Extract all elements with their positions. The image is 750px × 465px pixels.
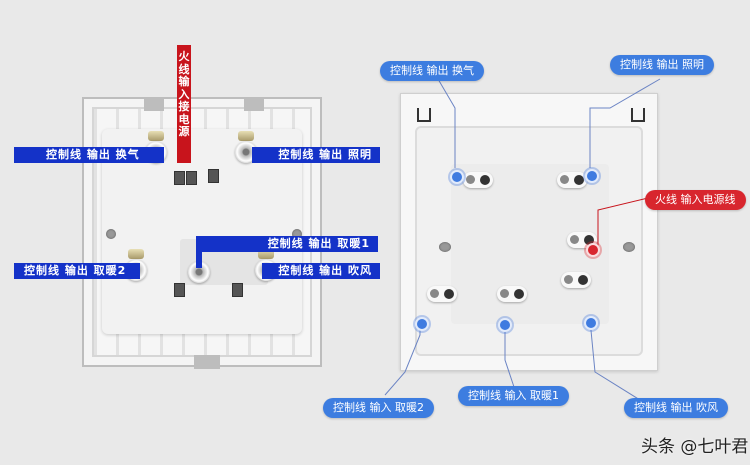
label-right-output-lighting: 控制线 输出 照明 <box>610 55 714 75</box>
marker-heating2 <box>415 317 429 331</box>
terminal-slot <box>186 171 197 185</box>
right-switch-back-plate <box>400 93 658 371</box>
terminal-screw-head <box>238 131 254 141</box>
terminal-top-left <box>463 172 493 188</box>
terminal-slot <box>232 283 243 297</box>
plate-tab <box>244 97 264 111</box>
mount-hole <box>292 229 302 239</box>
label-left-output-fan: 控制线 输出 吹风 <box>262 263 380 279</box>
left-switch-body <box>102 129 302 334</box>
plate-clip <box>631 108 645 122</box>
label-left-output-lighting: 控制线 输出 照明 <box>252 147 380 163</box>
label-left-output-heating1: 控制线 输出 取暖1 <box>196 236 378 252</box>
terminal-slot <box>174 171 185 185</box>
terminal-top-right <box>557 172 587 188</box>
label-left-output-heating2: 控制线 输出 取暖2 <box>14 263 140 279</box>
label-left-output-ventilation: 控制线 输出 换气 <box>14 147 164 163</box>
label-right-output-ventilation: 控制线 输出 换气 <box>380 61 484 81</box>
terminal-screw-head <box>128 249 144 259</box>
plate-clip <box>417 108 431 122</box>
terminal-bottom-left <box>427 286 457 302</box>
terminal-middle-right <box>561 272 591 288</box>
terminal-screw-top-right <box>235 141 257 163</box>
label-right-input-heating2: 控制线 输入 取暖2 <box>323 398 434 418</box>
live-input-label: 火线 输入 接电源 <box>177 45 191 163</box>
marker-heating1 <box>498 318 512 332</box>
terminal-slot <box>174 283 185 297</box>
heating1-connector-line <box>196 236 202 268</box>
marker-live <box>586 243 600 257</box>
marker-fan <box>584 316 598 330</box>
marker-ventilation <box>450 170 464 184</box>
plate-tab <box>144 97 164 111</box>
watermark: 头条 @七叶君 <box>641 437 749 457</box>
plate-tab <box>194 355 220 369</box>
terminal-screw-head <box>148 131 164 141</box>
mount-hole <box>439 242 451 252</box>
terminal-slot <box>208 169 219 183</box>
terminal-screw-bottom-middle <box>188 261 210 283</box>
terminal-screw-head <box>258 249 274 259</box>
mount-hole <box>106 229 116 239</box>
mount-hole <box>623 242 635 252</box>
left-switch-back-plate <box>82 97 322 369</box>
terminal-bottom-middle <box>497 286 527 302</box>
label-right-live-input: 火线 输入电源线 <box>645 190 746 210</box>
label-right-input-heating1: 控制线 输入 取暖1 <box>458 386 569 406</box>
marker-lighting <box>585 169 599 183</box>
label-right-output-fan: 控制线 输出 吹风 <box>624 398 728 418</box>
